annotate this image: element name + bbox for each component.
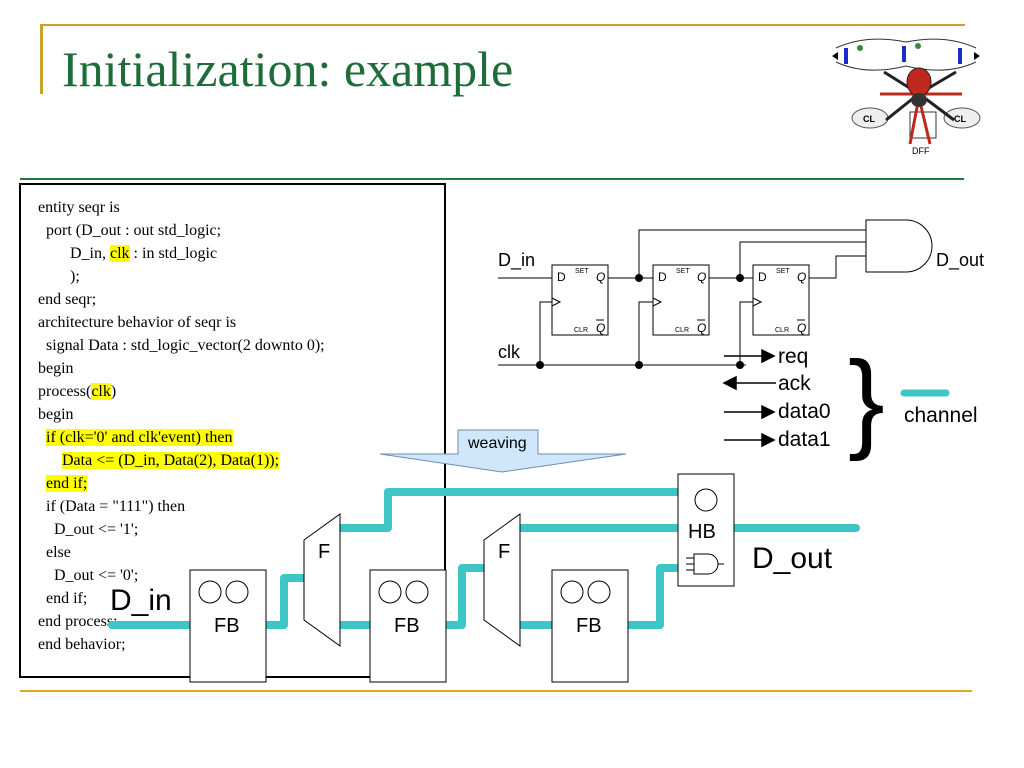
code-text: if (Data = "111") then: [38, 498, 186, 515]
code-line: D_in, clk : in std_logic: [38, 242, 325, 265]
spider-logo: CL CL DFF: [832, 38, 981, 156]
signal-req: req: [778, 345, 808, 368]
shift-register-circuit: D_in D_out clk D SET Q CLR Q D SET Q CLR…: [498, 219, 984, 369]
code-text: [38, 452, 62, 469]
vhdl-code: entity seqr is port (D_out : out std_log…: [38, 196, 325, 656]
fb2-label: FB: [394, 615, 420, 637]
title-accent-bar: [40, 24, 43, 94]
channel-diagram: req ack data0 data1 } channel: [722, 339, 978, 462]
ff2-q: Q: [697, 270, 706, 284]
title-rule: [20, 178, 964, 180]
f2-label: F: [498, 541, 510, 563]
weaving-arrow: weaving: [379, 429, 627, 473]
ff2-qbar: Q: [697, 321, 706, 335]
weaving-label: weaving: [467, 435, 527, 452]
code-line: D_out <= '0';: [38, 564, 325, 587]
code-line: );: [38, 265, 325, 288]
code-text: D_in,: [38, 245, 110, 262]
code-line: end if;: [38, 472, 325, 495]
code-highlight: clk: [91, 383, 111, 400]
code-line: port (D_out : out std_logic;: [38, 219, 325, 242]
code-text: port (D_out : out std_logic;: [38, 222, 222, 239]
code-highlight: end if;: [46, 475, 88, 492]
code-line: end process;: [38, 610, 325, 633]
code-text: ): [110, 383, 117, 400]
code-text: begin: [38, 406, 74, 423]
signal-data0: data0: [778, 400, 831, 423]
code-line: Data <= (D_in, Data(2), Data(1));: [38, 449, 325, 472]
code-text: end seqr;: [38, 291, 97, 308]
channel-label: channel: [904, 404, 978, 427]
code-line: else: [38, 541, 325, 564]
code-text: signal Data : std_logic_vector(2 downto …: [38, 337, 325, 354]
fb3-label: FB: [576, 615, 602, 637]
code-text: end if;: [38, 590, 88, 607]
netlist-out-label: D_out: [752, 542, 833, 575]
code-line: begin: [38, 403, 325, 426]
code-text: else: [38, 544, 71, 561]
code-line: D_out <= '1';: [38, 518, 325, 541]
ff1-set: SET: [575, 268, 589, 275]
code-text: process(: [38, 383, 92, 400]
ff1-clr: CLR: [574, 327, 588, 334]
code-line: end seqr;: [38, 288, 325, 311]
code-highlight: Data <= (D_in, Data(2), Data(1));: [62, 452, 280, 469]
hb-label: HB: [688, 521, 716, 543]
footer-rule: [20, 690, 972, 692]
logo-cl-left: CL: [863, 114, 875, 124]
f1-label: F: [318, 541, 330, 563]
signal-ack: ack: [778, 372, 811, 395]
circuit-output-label: D_out: [936, 250, 984, 271]
code-highlight: clk: [110, 245, 130, 262]
code-text: : in std_logic: [129, 245, 218, 262]
ff1-q: Q: [596, 270, 605, 284]
ff2-clr: CLR: [675, 327, 689, 334]
code-text: end behavior;: [38, 636, 126, 653]
logo-cl-right: CL: [954, 114, 966, 124]
code-text: [38, 475, 46, 492]
logo-dff: DFF: [912, 146, 930, 156]
circuit-input-label: D_in: [498, 250, 535, 271]
ff3-clr: CLR: [775, 327, 789, 334]
code-highlight: if (clk='0' and clk'event) then: [46, 429, 233, 446]
ff1-qbar: Q: [596, 321, 605, 335]
ff3-qbar: Q: [797, 321, 806, 335]
ff3-set: SET: [776, 268, 790, 275]
netlist-in-label: D_in: [110, 584, 172, 617]
code-text: begin: [38, 360, 74, 377]
code-line: begin: [38, 357, 325, 380]
ff2-d: D: [658, 270, 667, 284]
code-line: end if;: [38, 587, 325, 610]
ff2-set: SET: [676, 268, 690, 275]
channel-brace: }: [848, 339, 885, 462]
code-text: );: [38, 268, 80, 285]
ff3-q: Q: [797, 270, 806, 284]
code-line: architecture behavior of seqr is: [38, 311, 325, 334]
code-text: entity seqr is: [38, 199, 120, 216]
fb1-label: FB: [214, 615, 240, 637]
code-line: signal Data : std_logic_vector(2 downto …: [38, 334, 325, 357]
code-line: entity seqr is: [38, 196, 325, 219]
code-line: end behavior;: [38, 633, 325, 656]
slide-title: Initialization: example: [62, 41, 514, 97]
code-text: architecture behavior of seqr is: [38, 314, 237, 331]
code-text: D_out <= '0';: [38, 567, 139, 584]
circuit-clock-label: clk: [498, 342, 521, 362]
top-accent-line: [40, 24, 965, 26]
code-line: if (clk='0' and clk'event) then: [38, 426, 325, 449]
ff3-d: D: [758, 270, 767, 284]
code-line: if (Data = "111") then: [38, 495, 325, 518]
code-text: [38, 429, 46, 446]
code-line: process(clk): [38, 380, 325, 403]
code-text: end process;: [38, 613, 118, 630]
ff1-d: D: [557, 270, 566, 284]
signal-data1: data1: [778, 428, 831, 451]
code-text: D_out <= '1';: [38, 521, 139, 538]
netlist-diagram: FB FB FB F F HB D_out D_in: [108, 473, 860, 683]
